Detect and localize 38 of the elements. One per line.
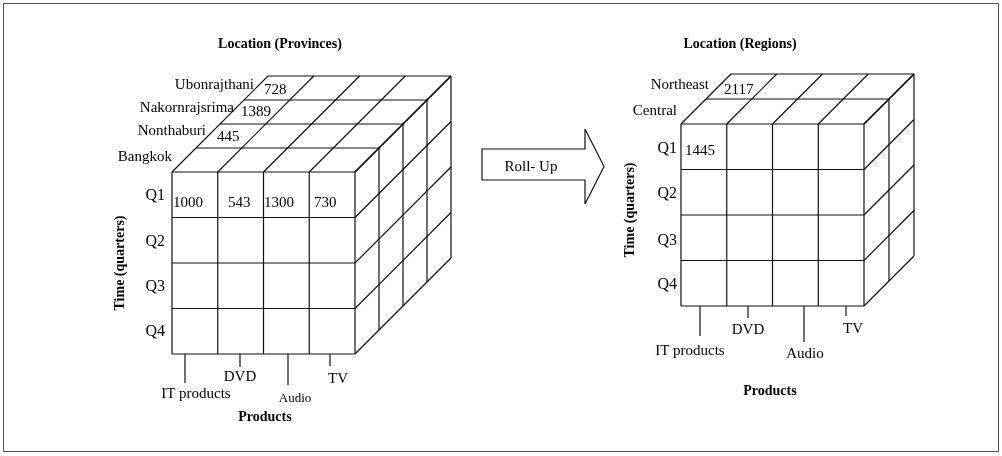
category-label: Q2 <box>657 185 677 201</box>
cell-value: 1389 <box>241 103 271 119</box>
cell-value: 1000 <box>173 194 203 210</box>
axis-title: Location (Provinces) <box>218 37 342 51</box>
cell-value: 543 <box>228 194 251 210</box>
category-label: IT products <box>161 385 231 401</box>
category-label: Nakornrajsrima <box>139 99 234 115</box>
category-label: Q4 <box>657 276 677 292</box>
category-label: TV <box>843 320 863 336</box>
axis-title: Products <box>238 410 292 424</box>
category-label: Q3 <box>145 278 165 294</box>
category-label: IT products <box>655 342 725 358</box>
category-label: Q2 <box>145 233 165 249</box>
cell-value: 445 <box>217 128 240 144</box>
axis-title: Time (quarters) <box>623 162 637 258</box>
cell-value: 730 <box>314 194 337 210</box>
category-label: TV <box>328 370 348 386</box>
category-label: Northeast <box>650 76 709 92</box>
category-label: Ubonrajthani <box>174 76 254 92</box>
category-label: DVD <box>223 368 257 384</box>
category-label: Audio <box>786 345 824 361</box>
category-label: Q1 <box>145 187 165 203</box>
axis-title: Products <box>743 384 797 398</box>
cell-value: 1300 <box>264 194 294 210</box>
cell-value: 2117 <box>724 81 754 97</box>
category-label: Nonthaburi <box>137 122 206 138</box>
arrow-label: Roll- Up <box>504 157 558 177</box>
cell-value: 728 <box>264 81 287 97</box>
cell-value: 1445 <box>685 142 715 158</box>
category-label: Q3 <box>657 232 677 248</box>
category-label: DVD <box>731 321 765 337</box>
category-label: Bangkok <box>117 148 172 164</box>
axis-title: Location (Regions) <box>683 37 797 51</box>
axis-title: Time (quarters) <box>113 215 127 311</box>
category-label: Q4 <box>145 323 165 339</box>
category-label: Q1 <box>657 140 677 156</box>
category-label: Central <box>632 102 677 118</box>
category-label: Audio <box>278 390 312 404</box>
